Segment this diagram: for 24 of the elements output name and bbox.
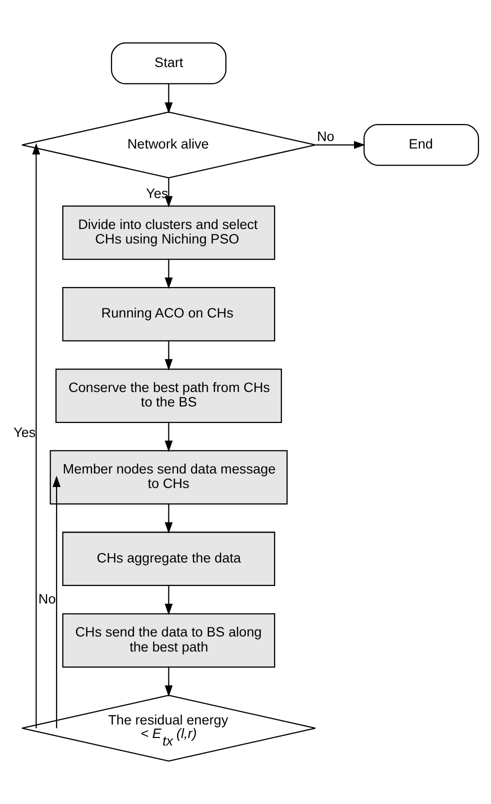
arrow bbox=[164, 178, 172, 208]
arrow bbox=[164, 422, 172, 452]
edge-label: Yes bbox=[146, 186, 168, 202]
edge-label: No bbox=[316, 129, 334, 144]
arrow bbox=[315, 140, 365, 149]
arrow bbox=[164, 259, 172, 289]
node-box: Divide into clusters and select CHs using Niching PSO bbox=[62, 205, 275, 260]
arrow bbox=[164, 340, 172, 370]
arrow bbox=[164, 84, 172, 114]
arrow bbox=[32, 143, 40, 728]
node-box: Start bbox=[110, 42, 226, 84]
edge-label: No bbox=[38, 591, 56, 606]
arrow bbox=[164, 667, 172, 697]
node-box: Member nodes send data message to CHs bbox=[49, 450, 288, 504]
node-diamond: Network alive bbox=[20, 111, 316, 178]
arrow bbox=[164, 586, 172, 616]
node-box: Conserve the best path from CHs to the BS bbox=[54, 368, 282, 423]
node-box: End bbox=[363, 124, 479, 166]
node-box: Running ACO on CHs bbox=[62, 287, 275, 342]
edge-label: Yes bbox=[13, 425, 36, 440]
node-box: CHs send the data to BS along the best path bbox=[62, 613, 275, 668]
arrow bbox=[164, 504, 172, 534]
arrow bbox=[52, 476, 60, 728]
node-box: CHs aggregate the data bbox=[62, 532, 275, 586]
